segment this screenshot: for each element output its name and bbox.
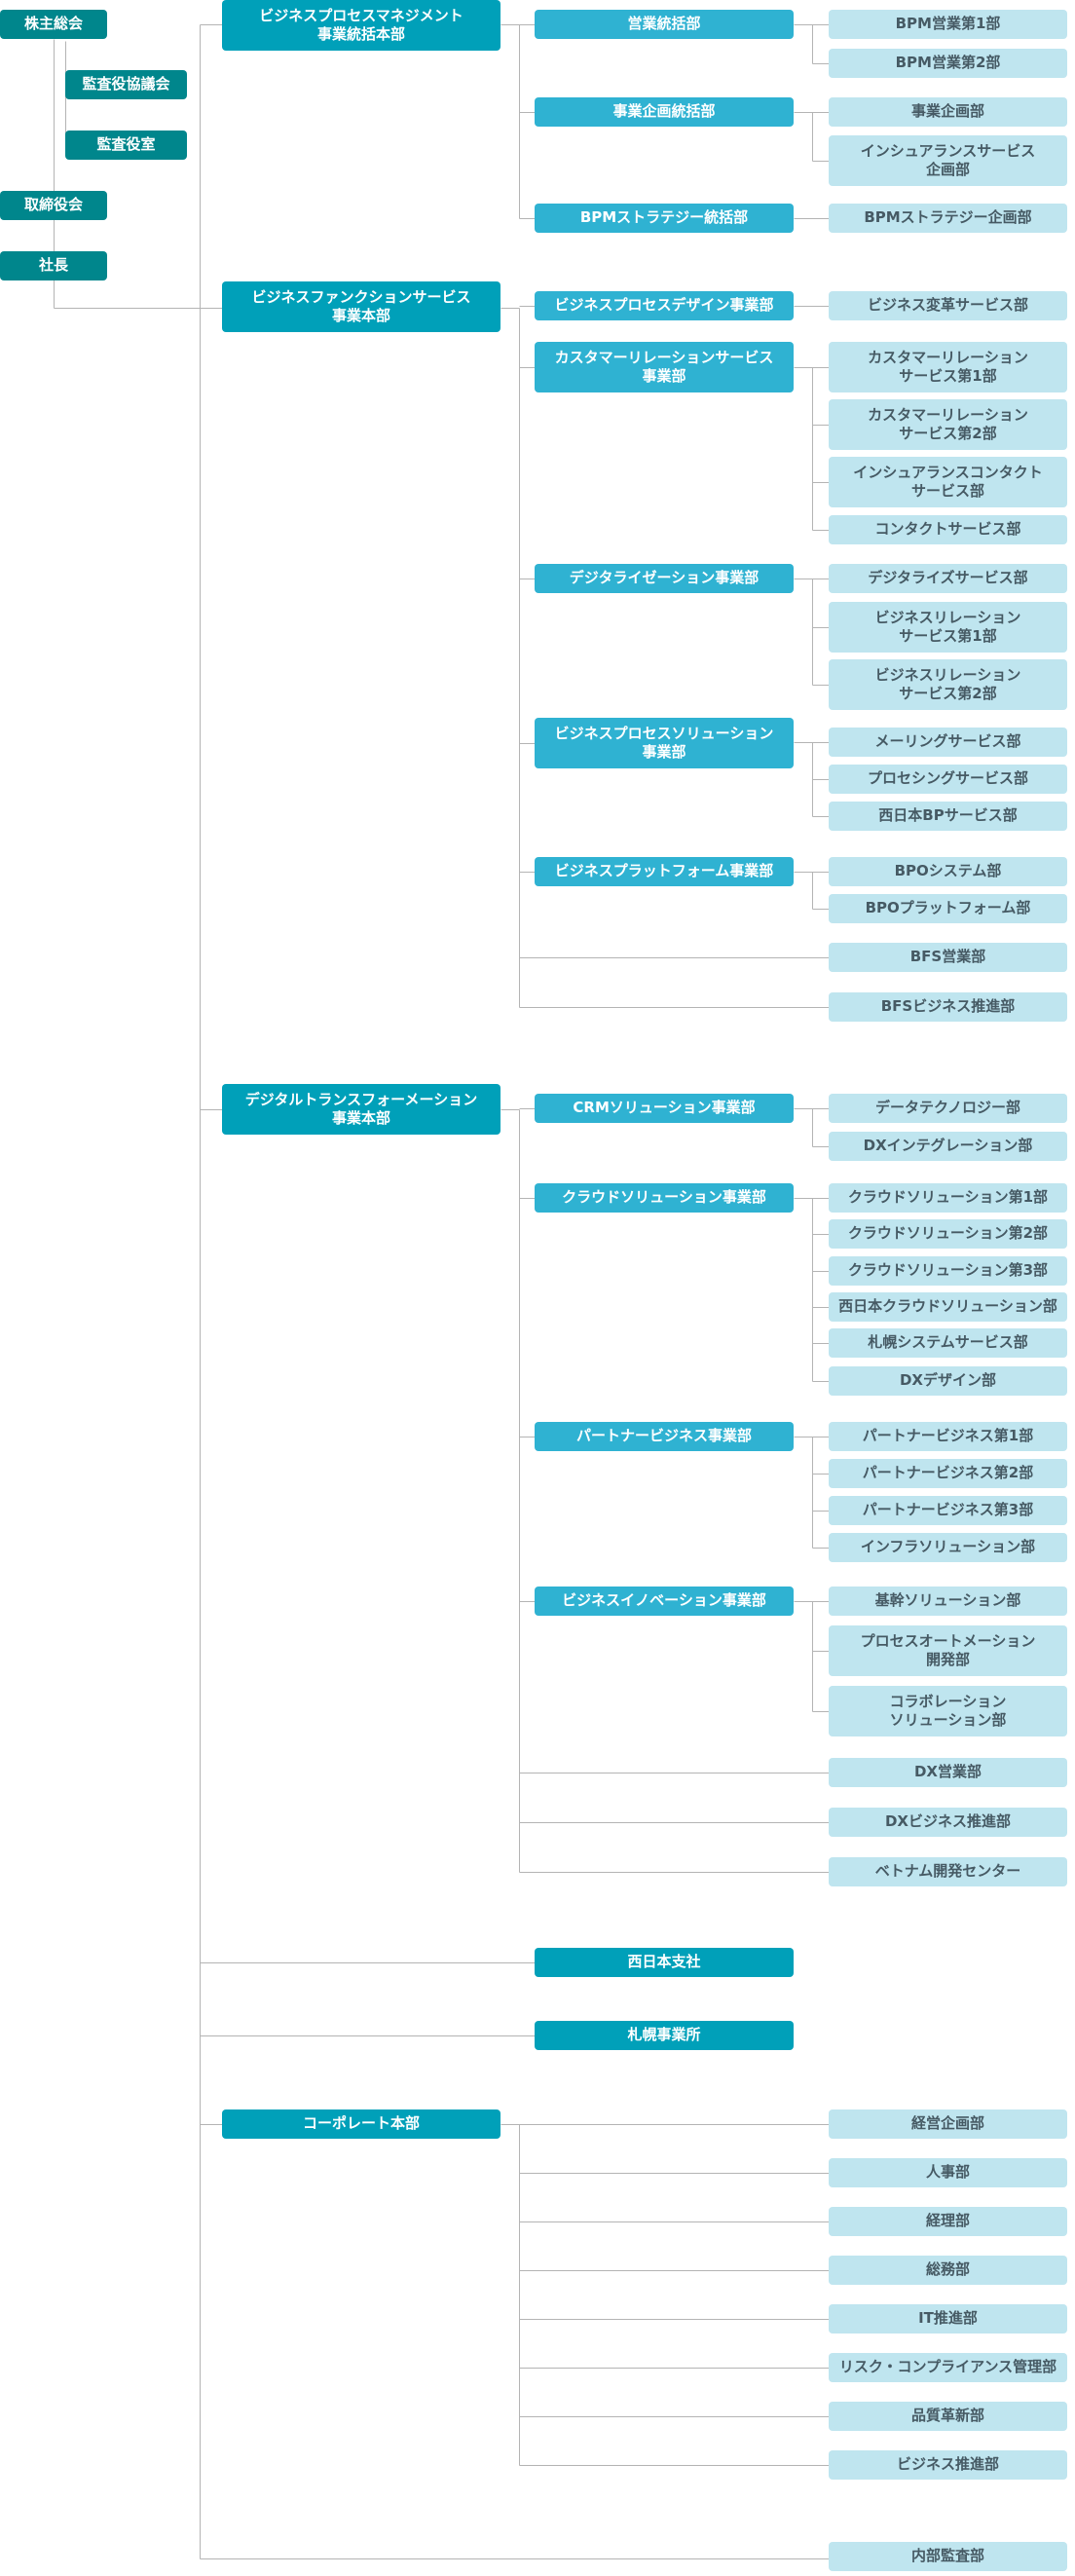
dept-bpm-sales: 営業統括部 <box>535 10 794 39</box>
dept-bfs-solution: ビジネスプロセスソリューション 事業部 <box>535 718 794 768</box>
sect-bfs-sol-2: プロセシングサービス部 <box>829 765 1067 794</box>
sect-dx-inno-1: 基幹ソリューション部 <box>829 1587 1067 1616</box>
sect-dx-promotion: DXビジネス推進部 <box>829 1808 1067 1837</box>
sect-dx-sales: DX営業部 <box>829 1758 1067 1787</box>
sect-dx-partner-2: パートナービジネス第2部 <box>829 1459 1067 1488</box>
audit-committee-box: 監査役協議会 <box>65 70 187 99</box>
sect-bfs-promotion: BFSビジネス推進部 <box>829 992 1067 1022</box>
sect-bfs-crs-4: コンタクトサービス部 <box>829 515 1067 544</box>
sect-dx-cloud-5: 札幌システムサービス部 <box>829 1328 1067 1358</box>
sect-dx-crm-1: データテクノロジー部 <box>829 1094 1067 1123</box>
sect-bfs-dig-2: ビジネスリレーション サービス第1部 <box>829 602 1067 653</box>
sect-corp-general: 総務部 <box>829 2256 1067 2285</box>
sect-dx-cloud-6: DXデザイン部 <box>829 1366 1067 1396</box>
division-bpm: ビジネスプロセスマネジメント 事業統括本部 <box>222 0 500 51</box>
division-dx: デジタルトランスフォーメーション 事業本部 <box>222 1084 500 1135</box>
sect-bpm-sales-1: BPM営業第1部 <box>829 10 1067 39</box>
auditor-office-box: 監査役室 <box>65 131 187 160</box>
sect-bfs-sales: BFS営業部 <box>829 943 1067 972</box>
sect-dx-inno-3: コラボレーション ソリューション部 <box>829 1686 1067 1736</box>
sect-bfs-crs-2: カスタマーリレーション サービス第2部 <box>829 399 1067 450</box>
dept-bfs-design: ビジネスプロセスデザイン事業部 <box>535 291 794 320</box>
dept-bfs-digitization: デジタライゼーション事業部 <box>535 564 794 593</box>
sect-corp-accounting: 経理部 <box>829 2207 1067 2236</box>
sect-dx-partner-3: パートナービジネス第3部 <box>829 1496 1067 1525</box>
sect-bfs-design-1: ビジネス変革サービス部 <box>829 291 1067 320</box>
dept-bfs-platform: ビジネスプラットフォーム事業部 <box>535 857 794 886</box>
sect-corp-planning: 経営企画部 <box>829 2109 1067 2139</box>
sect-dx-inno-2: プロセスオートメーション 開発部 <box>829 1625 1067 1676</box>
dept-dx-crm: CRMソリューション事業部 <box>535 1094 794 1123</box>
sect-bfs-crs-1: カスタマーリレーション サービス第1部 <box>829 342 1067 392</box>
sect-bfs-dig-1: デジタライズサービス部 <box>829 564 1067 593</box>
dept-dx-cloud: クラウドソリューション事業部 <box>535 1183 794 1213</box>
dept-dx-partner: パートナービジネス事業部 <box>535 1422 794 1451</box>
board-box: 取締役会 <box>0 191 107 220</box>
division-corporate: コーポレート本部 <box>222 2109 500 2139</box>
sect-dx-partner-1: パートナービジネス第1部 <box>829 1422 1067 1451</box>
sect-corp-it: IT推進部 <box>829 2304 1067 2333</box>
division-bfs: ビジネスファンクションサービス 事業本部 <box>222 281 500 332</box>
sect-corp-quality: 品質革新部 <box>829 2402 1067 2431</box>
sect-bfs-dig-3: ビジネスリレーション サービス第2部 <box>829 659 1067 710</box>
sect-corp-risk: リスク・コンプライアンス管理部 <box>829 2353 1067 2382</box>
sect-dx-vietnam: ベトナム開発センター <box>829 1857 1067 1886</box>
west-japan-branch: 西日本支社 <box>535 1948 794 1977</box>
sect-internal-audit: 内部監査部 <box>829 2542 1067 2571</box>
sect-bpm-strategy-1: BPMストラテジー企画部 <box>829 204 1067 233</box>
sect-bfs-plat-1: BPOシステム部 <box>829 857 1067 886</box>
sect-dx-cloud-2: クラウドソリューション第2部 <box>829 1219 1067 1249</box>
sect-corp-promotion: ビジネス推進部 <box>829 2450 1067 2480</box>
sect-bfs-crs-3: インシュアランスコンタクト サービス部 <box>829 457 1067 507</box>
sect-bfs-sol-1: メーリングサービス部 <box>829 728 1067 757</box>
dept-bfs-crs: カスタマーリレーションサービス 事業部 <box>535 342 794 392</box>
shareholders-box: 株主総会 <box>0 10 107 39</box>
sect-dx-cloud-3: クラウドソリューション第3部 <box>829 1256 1067 1286</box>
sect-bpm-planning-1: 事業企画部 <box>829 97 1067 127</box>
sect-bpm-planning-2: インシュアランスサービス 企画部 <box>829 135 1067 186</box>
dept-bpm-strategy: BPMストラテジー統括部 <box>535 204 794 233</box>
dept-bpm-planning: 事業企画統括部 <box>535 97 794 127</box>
sect-bfs-sol-3: 西日本BPサービス部 <box>829 802 1067 831</box>
sect-dx-cloud-4: 西日本クラウドソリューション部 <box>829 1292 1067 1322</box>
sect-dx-partner-4: インフラソリューション部 <box>829 1533 1067 1562</box>
sect-bfs-plat-2: BPOプラットフォーム部 <box>829 894 1067 923</box>
sect-corp-hr: 人事部 <box>829 2158 1067 2187</box>
sect-dx-crm-2: DXインテグレーション部 <box>829 1132 1067 1161</box>
dept-dx-innovation: ビジネスイノベーション事業部 <box>535 1587 794 1616</box>
president-box: 社長 <box>0 251 107 280</box>
sect-dx-cloud-1: クラウドソリューション第1部 <box>829 1183 1067 1213</box>
sapporo-office: 札幌事業所 <box>535 2021 794 2050</box>
sect-bpm-sales-2: BPM営業第2部 <box>829 49 1067 78</box>
